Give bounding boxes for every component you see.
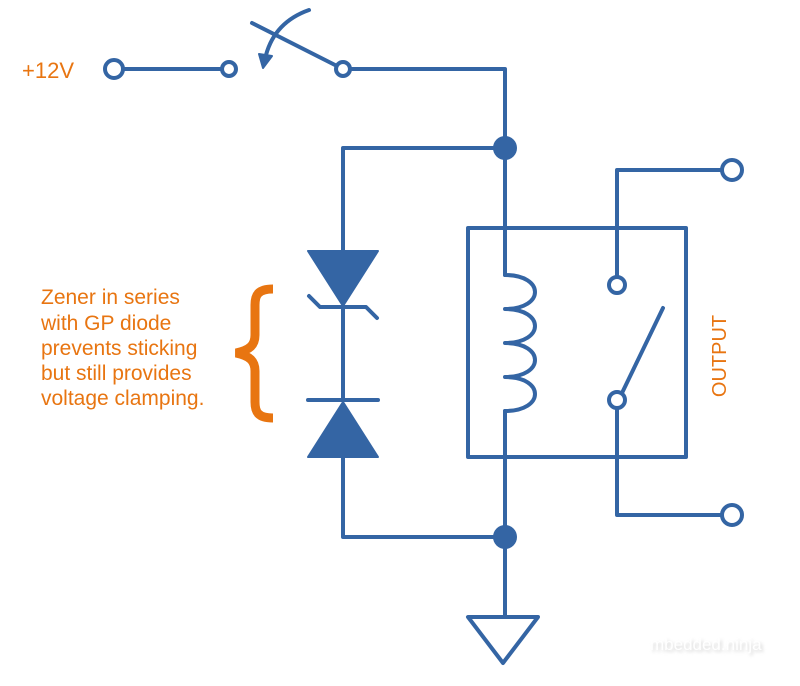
annotation-brace	[234, 284, 274, 423]
relay-body	[466, 226, 688, 459]
contact-bottom	[607, 390, 627, 410]
annotation-line: with GP diode	[40, 312, 171, 335]
switch-arrowhead-icon	[258, 53, 273, 69]
supply-terminal	[103, 58, 125, 80]
output-terminal-top	[720, 158, 744, 182]
watermark-shadow: mbedded.ninja	[652, 637, 764, 656]
wire-contact-top	[615, 168, 732, 279]
watermark-text: mbedded.ninja	[650, 635, 762, 654]
switch-lever	[250, 21, 339, 68]
coil-winding	[503, 273, 537, 413]
contact-top	[607, 275, 627, 295]
switch-contact-left	[220, 60, 238, 78]
relay-contact	[607, 168, 732, 517]
relay-coil	[503, 146, 537, 619]
output-terminal-bottom	[720, 503, 744, 527]
annotation: Zener in series with GP diode prevents s…	[40, 286, 204, 410]
annotation-line: but still provides	[41, 362, 192, 385]
contact-lever	[620, 306, 665, 395]
wire-switch-to-junction	[348, 67, 507, 150]
annotation-line: Zener in series	[41, 286, 180, 309]
output-label: OUTPUT	[709, 315, 731, 397]
supply-switch	[220, 8, 352, 78]
junction-top	[493, 136, 517, 160]
zener-triangle	[307, 250, 379, 307]
ground-icon	[466, 615, 540, 665]
supply-input	[103, 58, 225, 80]
junction-bottom	[493, 525, 517, 549]
watermark: mbedded.ninja mbedded.ninja	[650, 635, 764, 656]
wire-diode-to-junction	[341, 455, 507, 539]
switch-contact-right	[334, 60, 352, 78]
wire-junction-to-zener	[341, 146, 507, 252]
gp-diode	[306, 398, 380, 458]
wire-contact-bottom	[615, 406, 732, 517]
switch-action-arrow	[264, 8, 311, 57]
supply-label: +12V	[22, 58, 74, 83]
annotation-line: voltage clamping.	[41, 387, 204, 410]
diode-triangle	[307, 401, 379, 458]
annotation-line: prevents sticking	[41, 337, 197, 360]
